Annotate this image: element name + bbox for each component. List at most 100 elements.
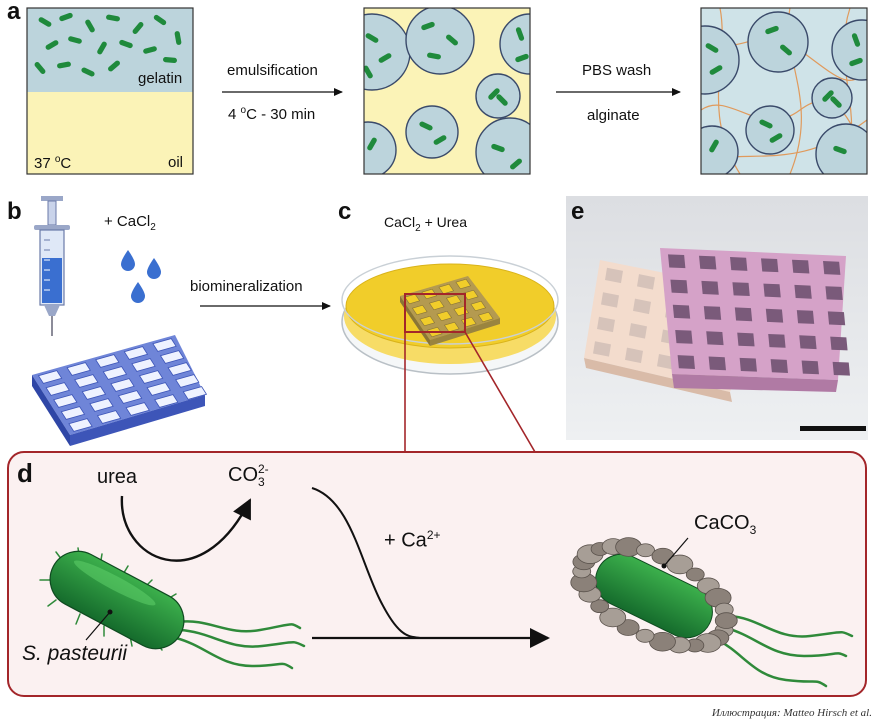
urea-label: urea xyxy=(97,466,138,488)
lattice-hole xyxy=(823,261,841,275)
lattice-hole xyxy=(125,402,150,416)
lattice-hole xyxy=(123,346,149,360)
alginate-label: alginate xyxy=(587,107,640,124)
cacl2-label: + CaCl2 xyxy=(104,213,156,233)
lattice-hole xyxy=(605,267,623,284)
oil-label: oil xyxy=(168,154,184,171)
calcite-crystal xyxy=(666,554,694,575)
mineral-pointer xyxy=(663,537,689,567)
printed-lattice xyxy=(32,335,208,446)
scale-bar xyxy=(800,426,866,431)
panel-b-letter: b xyxy=(7,198,22,225)
lattice-hole xyxy=(708,356,726,371)
calcite-crystal xyxy=(685,567,705,582)
lattice-hole xyxy=(675,329,693,344)
panel-c-letter: c xyxy=(338,198,352,225)
panel-a xyxy=(26,7,868,175)
lattice-hole xyxy=(462,289,479,301)
lattice-hole xyxy=(96,410,122,424)
lattice-hole xyxy=(95,354,120,368)
lattice-hole xyxy=(154,394,179,408)
lattice-hole xyxy=(832,361,850,376)
calcite-crystal xyxy=(714,612,738,629)
lattice-hole xyxy=(152,338,177,352)
lattice-hole xyxy=(89,398,114,412)
lattice-hole xyxy=(792,259,810,274)
lattice-hole xyxy=(167,362,192,376)
lattice-hole xyxy=(436,310,453,322)
petri-dish xyxy=(341,255,559,375)
lattice-hole xyxy=(677,355,695,369)
lattice-hole xyxy=(455,278,472,290)
lattice-hole xyxy=(825,286,843,301)
lattice-hole xyxy=(404,293,421,305)
lattice-hole xyxy=(701,280,719,295)
gelatin-label: gelatin xyxy=(138,70,183,87)
emulsification-label: emulsification xyxy=(227,62,318,79)
lattice-hole xyxy=(37,370,63,384)
lattice-hole xyxy=(159,350,185,364)
dish-medium-label: CaCl2 + Urea xyxy=(384,214,467,234)
lattice-hole xyxy=(74,374,99,388)
lattice-hole xyxy=(138,370,164,384)
lattice-hole xyxy=(633,298,651,315)
lattice-hole xyxy=(60,406,86,420)
lattice-hole xyxy=(703,306,722,320)
syringe-icon xyxy=(34,196,70,336)
temperature-label: 37 oC xyxy=(34,154,72,172)
lattice-hole xyxy=(443,321,460,333)
lattice-hole xyxy=(81,386,107,400)
emulsification-condition-label: 4 oC - 30 min xyxy=(228,105,316,123)
lattice-hole xyxy=(670,279,688,294)
lattice-hole xyxy=(102,366,128,380)
mineralized-scaffold-photo xyxy=(660,248,850,392)
calcite-crystal xyxy=(635,628,655,643)
panel-c xyxy=(341,255,559,375)
mineralized-bacterium-icon xyxy=(570,537,854,688)
zoom-box xyxy=(404,293,466,333)
lattice-hole xyxy=(477,311,494,323)
lattice-hole xyxy=(672,304,691,319)
lattice-hole xyxy=(734,307,753,322)
lattice-hole xyxy=(597,316,615,333)
lattice-hole xyxy=(637,274,655,290)
lattice-hole xyxy=(182,386,208,400)
lattice-hole xyxy=(175,374,200,388)
lattice-hole xyxy=(763,283,781,298)
alginate-network-box xyxy=(700,7,868,175)
lattice-hole xyxy=(66,362,91,376)
panel-b xyxy=(32,196,331,446)
lattice-hole xyxy=(470,300,487,312)
lattice-hole xyxy=(765,308,784,323)
lattice-hole xyxy=(45,382,70,396)
lattice-hole xyxy=(601,292,619,308)
lattice-hole xyxy=(445,294,462,306)
zoom-lines xyxy=(404,331,536,453)
lattice-hole xyxy=(739,357,757,372)
organism-label: S. pasteurii xyxy=(22,642,128,665)
emulsion-box xyxy=(363,7,531,175)
phase-box xyxy=(26,7,194,175)
lattice-hole xyxy=(593,341,611,357)
lattice-hole xyxy=(699,255,717,270)
lattice-hole xyxy=(732,282,750,297)
droplet-icon xyxy=(121,250,161,303)
lattice-hole xyxy=(761,258,779,273)
lattice-hole xyxy=(53,394,78,408)
lattice-hole xyxy=(629,323,647,339)
calcite-crystal xyxy=(590,599,610,614)
lattice-hole xyxy=(131,358,156,372)
lattice-hole xyxy=(730,257,748,271)
reaction-curve xyxy=(311,487,421,639)
lattice-hole xyxy=(768,333,786,348)
image-credit: Иллюстрация: Matteo Hirsch et al. xyxy=(711,707,872,719)
pbs-wash-label: PBS wash xyxy=(582,62,652,79)
lattice-hole xyxy=(625,347,643,364)
lattice-hole xyxy=(146,382,171,396)
lattice-hole xyxy=(706,331,724,346)
lattice-hole xyxy=(770,359,788,373)
mineralized-lattice xyxy=(400,276,500,346)
calcite-crystal xyxy=(599,607,627,628)
